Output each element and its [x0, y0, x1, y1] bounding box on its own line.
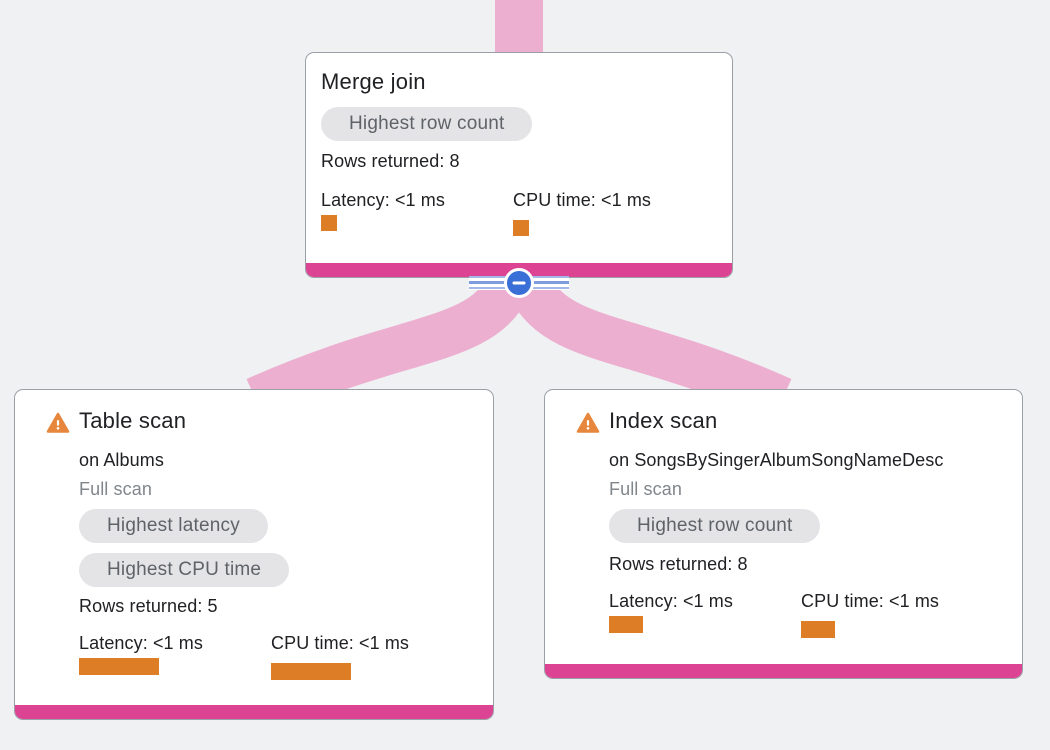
scan-type-label: Full scan — [79, 479, 152, 499]
cpu-metric: CPU time: <1 ms — [271, 632, 463, 680]
cpu-label: CPU time: <1 ms — [271, 633, 410, 653]
badge-highest-latency: Highest latency — [79, 509, 268, 543]
latency-bar — [609, 616, 643, 633]
latency-bar — [321, 215, 337, 231]
warning-icon — [46, 412, 70, 433]
node-subtitle: on SongsBySingerAlbumSongNameDesc — [609, 450, 944, 470]
node-title: Index scan — [609, 408, 718, 433]
latency-bar — [79, 658, 159, 675]
scan-type-label: Full scan — [609, 479, 682, 499]
warning-icon — [576, 412, 600, 433]
rows-returned-label: Rows returned: 8 — [321, 151, 460, 171]
metrics-row: Latency: <1 ms CPU time: <1 ms — [79, 632, 478, 680]
badge-highest-cpu-time: Highest CPU time — [79, 553, 290, 587]
edge-to-table-scan — [246, 273, 530, 421]
node-subtitle: on Albums — [79, 450, 164, 470]
node-accent-bar — [15, 705, 493, 719]
edge-to-index-scan — [508, 273, 792, 421]
node-title: Merge join — [321, 69, 426, 94]
node-title: Table scan — [79, 408, 187, 433]
cpu-label: CPU time: <1 ms — [801, 591, 940, 611]
node-accent-bar — [545, 664, 1022, 678]
rows-returned-label: Rows returned: 8 — [609, 554, 748, 574]
metrics-row: Latency: <1 ms CPU time: <1 ms — [321, 189, 717, 236]
badge-highest-row-count: Highest row count — [609, 509, 821, 543]
latency-metric: Latency: <1 ms — [79, 632, 271, 680]
node-merge-join[interactable]: Merge join Highest row count Rows return… — [305, 52, 733, 278]
latency-metric: Latency: <1 ms — [609, 590, 801, 638]
badge-list: Highest latency Highest CPU time — [79, 509, 478, 587]
badge-list: Highest row count — [609, 509, 1007, 543]
edge-parent-incoming — [495, 0, 543, 60]
collapse-children-button[interactable] — [504, 268, 534, 298]
node-index-scan[interactable]: Index scan on SongsBySingerAlbumSongName… — [544, 389, 1023, 679]
badge-list: Highest row count — [321, 107, 717, 141]
cpu-bar — [271, 663, 351, 680]
cpu-metric: CPU time: <1 ms — [513, 189, 705, 236]
latency-metric: Latency: <1 ms — [321, 189, 513, 236]
cpu-metric: CPU time: <1 ms — [801, 590, 993, 638]
latency-label: Latency: <1 ms — [321, 190, 445, 210]
badge-highest-row-count: Highest row count — [321, 107, 533, 141]
minus-icon — [512, 281, 526, 285]
rows-returned-label: Rows returned: 5 — [79, 596, 218, 616]
node-table-scan[interactable]: Table scan on Albums Full scan Highest l… — [14, 389, 494, 720]
metrics-row: Latency: <1 ms CPU time: <1 ms — [609, 590, 1007, 638]
latency-label: Latency: <1 ms — [609, 591, 733, 611]
latency-label: Latency: <1 ms — [79, 633, 203, 653]
cpu-bar — [513, 220, 529, 236]
cpu-label: CPU time: <1 ms — [513, 190, 652, 210]
cpu-bar — [801, 621, 835, 638]
